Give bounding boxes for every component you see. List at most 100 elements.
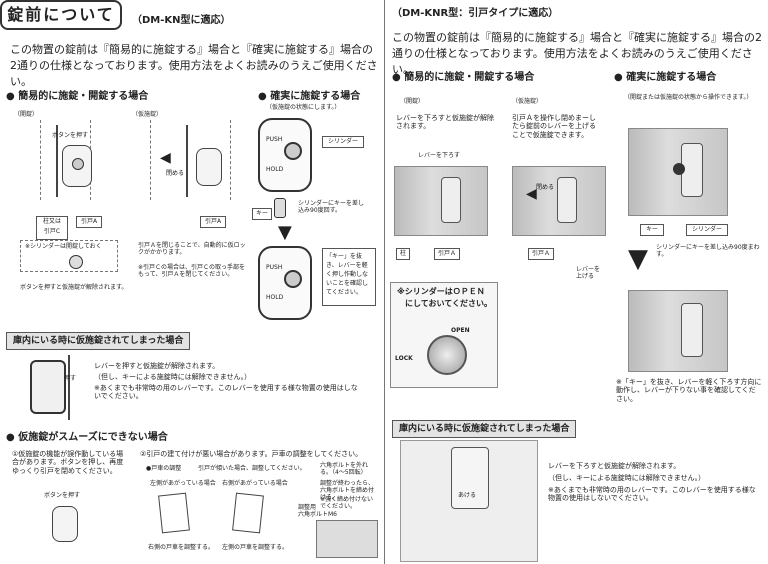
lever-icon[interactable] — [557, 177, 577, 223]
tight-note: ※強く締め付けないでください。 — [320, 496, 374, 511]
arrow-down-icon: ▼ — [278, 222, 292, 243]
simple-lock-heading-left: ● 簡易的に施錠・開錠する場合 — [6, 91, 149, 102]
left-up: 左側があがっている場合 — [150, 480, 216, 487]
adjust-note: 調整が終わったら、六角ボルトを締め付ける。 — [320, 480, 375, 502]
secure-lock-heading-right: ● 確実に施錠する場合 — [614, 72, 717, 83]
secure-lock-heading-text: 確実に施錠する場合 — [270, 91, 361, 102]
simple-lock-heading-right: ● 簡易的に施錠・開錠する場合 — [392, 72, 535, 83]
remove-key-note-box: 「キー」を抜き、レバーを軽く押し作動しないことを確認してください。 — [322, 248, 376, 306]
cylinder-note-line1: ※シリンダーはＯＰＥＮ — [397, 287, 485, 296]
arrow-left-icon: ◀ — [526, 186, 537, 202]
lever-icon[interactable] — [441, 177, 461, 223]
lock-body — [52, 506, 78, 542]
roller-adjust: ●戸車の調整 — [146, 465, 182, 472]
inside-note2-right: （但し、キーによる施錠時には解除できません。） — [548, 474, 706, 482]
lock-assembly: PUSH HOLD — [258, 246, 312, 320]
open-label: あける — [458, 492, 477, 499]
lock-button[interactable] — [72, 158, 84, 170]
inside-lever[interactable]: あける — [451, 447, 489, 509]
lock-photo-secure — [628, 128, 728, 216]
lock-photo-unlock — [394, 166, 488, 236]
secure-sub-right: （開錠または仮施錠の状態から操作できます。） — [624, 94, 753, 101]
hold-text: HOLD — [266, 166, 284, 173]
close-label-right: 閉める — [536, 184, 555, 191]
cylinder-open-note: ※シリンダーは開錠しておく — [25, 243, 102, 250]
lock-photo-locked — [628, 290, 728, 372]
insert-note-right: シリンダーにキーを差し込み90度まわす。 — [656, 244, 760, 259]
inside-heading-right: 庫内にいる時に仮施錠されてしまった場合 — [392, 420, 577, 438]
temp-lock-note2: ※引戸Ｃの場合は、引戸Ｃの取っ手部をもって、引戸Ａを閉じてください。 — [138, 264, 246, 279]
inside-note1-right: レバーを下ろすと仮施錠が解除されます。 — [548, 462, 681, 470]
smooth2-title: ②引戸の建て付けが悪い場合があります。戸車の調整をしてください。 — [140, 450, 363, 458]
pillar-label: 柱又は 引戸C — [36, 216, 68, 240]
key-icon — [274, 198, 286, 218]
door-tilt-diagram — [158, 492, 190, 534]
inside-note1-left: レバーを押すと仮施錠が解除されます。 — [94, 362, 220, 370]
push-text: PUSH — [266, 136, 283, 143]
model-tag-kn: （DM-KN型に適応） — [132, 15, 231, 26]
smooth1-title: ①仮施錠の機能が誤作動している場合があります。ボタンを押し、再度ゆっくり引戸を閉… — [12, 450, 124, 475]
lock-text: LOCK — [395, 355, 413, 362]
push-button-label: ボタンを押す — [52, 132, 89, 139]
insert-key-note: シリンダーにキーを差し込み90度回す。 — [298, 200, 365, 215]
door-edge-line — [150, 120, 151, 200]
lever-down: レバーを下ろす — [418, 152, 461, 159]
temp-lock-note1: 引戸Ａを閉じることで、自動的に仮ロックがかかります。 — [138, 242, 246, 257]
door-frame — [68, 355, 70, 420]
door-a-label-right: 引戸Ａ — [528, 248, 554, 260]
roller-case1: 引戸が傾いた場合、調整してください。 — [198, 465, 306, 472]
cylinder-note-line2: にしておいてください。 — [405, 299, 493, 308]
cylinder-icon — [284, 270, 302, 288]
door-tilt-diagram — [232, 492, 264, 534]
door-edge-line — [40, 120, 41, 200]
smooth-heading-text: 仮施錠がスムーズにできない場合 — [18, 432, 168, 443]
smooth1-button: ボタンを押す — [44, 492, 81, 499]
key-label-right: キー — [640, 224, 664, 236]
door-frame — [186, 125, 188, 197]
unlock-label: （開錠） — [14, 111, 39, 118]
lock-body — [62, 145, 92, 187]
secure-lock-heading-left: ● 確実に施錠する場合 — [258, 91, 361, 102]
key-label: キー — [252, 208, 272, 220]
adjust-right: 右側の戸車を調整する。 — [148, 544, 215, 551]
secure-sub-left: （仮施錠の状態にします。） — [266, 104, 341, 111]
model-tag-knr: （DM-KNR型：引戸タイプに適応） — [392, 8, 559, 19]
arrow-down-icon: ▼ — [628, 244, 648, 274]
remove-note-right: ※「キー」を抜き、レバーを軽く下ろす方向に動作し、レバーが下りない事を確認してく… — [616, 378, 762, 403]
lock-photo-temp — [512, 166, 606, 236]
hex-note: 六角ボルトを外れる。（4〜5回転） — [320, 462, 369, 477]
adjust-hex: 調整用 六角ボルトM6 — [298, 504, 337, 519]
secure-lock-heading-text: 確実に施錠する場合 — [626, 72, 717, 83]
open-text: OPEN — [451, 327, 470, 334]
door-frame — [56, 125, 58, 197]
door-a-label: 引戸A — [200, 216, 226, 228]
inside-lever[interactable] — [30, 360, 66, 414]
press-label: 押す — [64, 375, 77, 382]
cylinder-open-note-box: ※シリンダーは開錠しておく — [20, 240, 118, 272]
page-title: 錠前について — [0, 0, 122, 30]
cylinder-icon — [69, 255, 83, 269]
pillar-label-right: 柱 — [396, 248, 410, 260]
hold-text: HOLD — [266, 294, 284, 301]
key-icon — [673, 163, 685, 175]
lever-up: レバーを 上げる — [576, 266, 601, 281]
intro-text-left: この物置の錠前は『簡易的に施錠する』場合と『確実に施錠する』場合の2通りの仕様と… — [10, 43, 378, 88]
adjust-left: 左側の戸車を調整する。 — [222, 544, 289, 551]
door-a-label-right: 引戸Ａ — [434, 248, 460, 260]
unlock-label-right: （開錠） — [400, 98, 425, 105]
inside-note3-right: ※あくまでも非常時の用のレバーです。このレバーを使用する様な物置の使用はしないで… — [548, 486, 756, 503]
remove-key-note: 「キー」を抜き、レバーを軽く押し作動しないことを確認してください。 — [326, 253, 369, 296]
lock-body — [196, 148, 222, 186]
inside-note3-left: ※あくまでも非常時の用のレバーです。このレバーを使用する様な物置の使用はしないで… — [94, 384, 358, 401]
close-label: 閉める — [166, 170, 185, 177]
temp-lock-label: （仮施錠） — [132, 111, 163, 118]
lever-icon[interactable] — [681, 303, 703, 357]
intro-text-right: この物置の錠前は『簡易的に施錠する』場合と『確実に施錠する』場合の2通りの仕様と… — [392, 31, 762, 76]
right-up: 右側があがっている場合 — [222, 480, 288, 487]
temp-lock-label-right: （仮施錠） — [512, 98, 543, 105]
push-text: PUSH — [266, 264, 283, 271]
unlock-desc: レバーを下ろすと仮施錠が解除されます。 — [396, 114, 494, 131]
cylinder-label-right: シリンダー — [686, 224, 728, 236]
simple-lock-heading-text: 簡易的に施錠・開錠する場合 — [404, 72, 535, 83]
inside-photo: あける — [400, 440, 538, 562]
